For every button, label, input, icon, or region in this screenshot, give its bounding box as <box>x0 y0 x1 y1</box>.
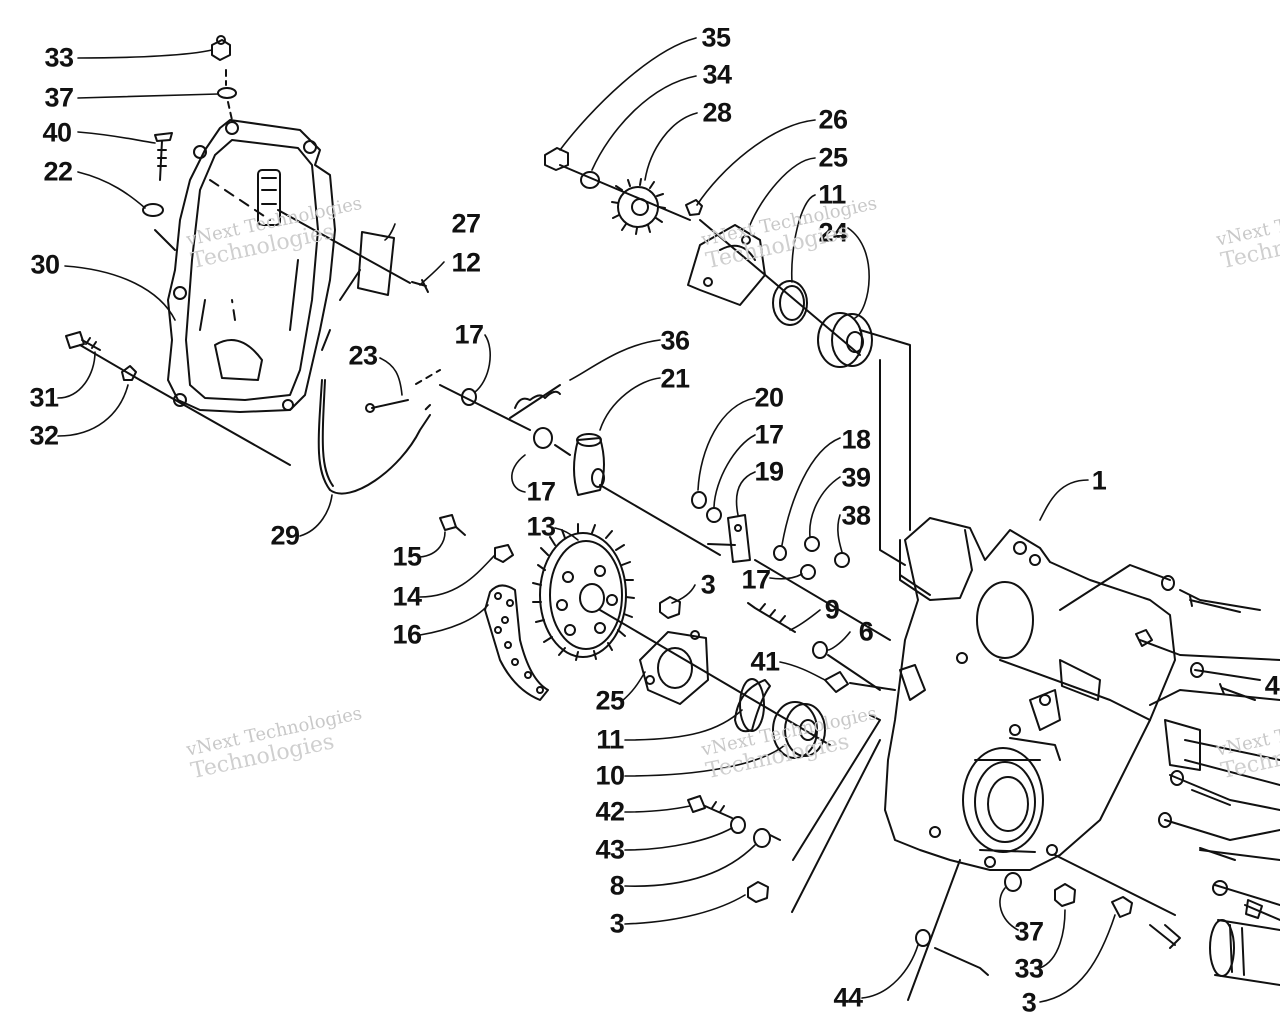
gear-housing <box>884 517 1176 871</box>
callout-40: 40 <box>42 117 72 148</box>
callout-8: 8 <box>609 870 625 901</box>
callout-41: 41 <box>750 646 780 677</box>
callout-26: 26 <box>818 104 848 135</box>
callout-15: 15 <box>392 541 422 572</box>
callout-11-bottom: 11 <box>596 724 624 755</box>
bolt-33-top <box>211 35 237 121</box>
callout-31: 31 <box>29 382 59 413</box>
callout-6: 6 <box>858 616 874 647</box>
callout-33-bottom: 33 <box>1014 953 1044 984</box>
callout-44: 44 <box>833 982 863 1013</box>
callout-18: 18 <box>841 424 871 455</box>
callout-21: 21 <box>660 363 690 394</box>
callout-13: 13 <box>526 511 556 542</box>
callout-35: 35 <box>701 22 731 53</box>
callout-3-mid: 3 <box>700 569 716 600</box>
callout-33: 33 <box>44 42 74 73</box>
callout-28: 28 <box>702 97 732 128</box>
callout-42: 42 <box>595 796 625 827</box>
callout-19: 19 <box>754 456 784 487</box>
callout-32: 32 <box>29 420 59 451</box>
callout-37: 37 <box>44 82 74 113</box>
callout-34: 34 <box>702 59 732 90</box>
callout-22: 22 <box>43 156 73 187</box>
callout-3-bottom-right: 3 <box>1021 987 1037 1018</box>
callout-17-c: 17 <box>754 419 784 450</box>
callout-30: 30 <box>30 249 60 280</box>
callout-9: 9 <box>824 594 840 625</box>
callout-25-bottom: 25 <box>595 685 625 716</box>
callout-11-top: 11 <box>818 179 846 210</box>
callout-20: 20 <box>754 382 784 413</box>
callout-39: 39 <box>841 462 871 493</box>
callout-23: 23 <box>348 340 378 371</box>
callout-4-edge: 4 <box>1264 670 1280 701</box>
callout-3-bottom-left: 3 <box>609 908 625 939</box>
callout-25-top: 25 <box>818 142 848 173</box>
callout-1: 1 <box>1091 465 1107 496</box>
callout-38: 38 <box>841 500 871 531</box>
callout-17-a: 17 <box>454 319 484 350</box>
callout-17-b: 17 <box>526 476 556 507</box>
chain-16 <box>484 584 549 701</box>
callout-27: 27 <box>451 208 481 239</box>
gear-13 <box>532 523 635 661</box>
callout-29: 29 <box>270 520 300 551</box>
callout-17-d: 17 <box>741 564 771 595</box>
callout-10: 10 <box>595 760 625 791</box>
callout-14: 14 <box>392 581 422 612</box>
callout-37-bottom: 37 <box>1014 916 1044 947</box>
callout-36: 36 <box>660 325 690 356</box>
chaincase-cover <box>167 119 336 413</box>
callout-16: 16 <box>392 619 422 650</box>
callout-24: 24 <box>818 217 848 248</box>
callout-12: 12 <box>451 247 481 278</box>
callout-43: 43 <box>595 834 625 865</box>
